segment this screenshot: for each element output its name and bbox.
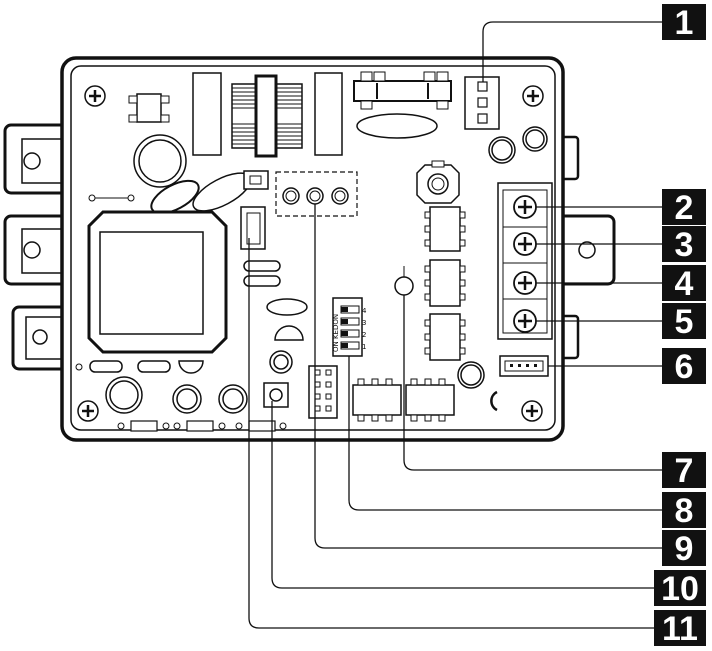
dip-switch-label: ON KEDON xyxy=(332,314,340,352)
callout-8: 8 xyxy=(662,492,706,530)
inductor-coil xyxy=(231,74,303,158)
capacitor-bottom-mid-1 xyxy=(172,384,202,414)
leader-line-9 xyxy=(314,204,662,549)
capacitor-top-right xyxy=(488,126,548,164)
bottom-edge-resistors xyxy=(117,420,287,432)
small-resistor xyxy=(88,194,135,202)
ic-1 xyxy=(424,206,466,252)
terminal-screw-2 xyxy=(513,195,537,219)
callout-4: 4 xyxy=(662,265,706,303)
callout-label-8: 8 xyxy=(675,492,694,530)
screw-top-left xyxy=(84,85,106,107)
leader-line-11 xyxy=(248,238,662,629)
heatsink-right xyxy=(314,72,343,156)
callout-5: 5 xyxy=(662,303,706,341)
dip-switch: ON KEDON 4 3 2 1 xyxy=(332,297,367,357)
callout-9: 9 xyxy=(662,530,706,568)
leader-line-7 xyxy=(403,295,662,471)
terminal-screw-5 xyxy=(513,309,537,333)
ic-bottom-right xyxy=(405,378,455,422)
connector-6 xyxy=(499,355,549,377)
leader-lines xyxy=(248,21,662,629)
leader-line-8 xyxy=(348,356,662,511)
callout-label-7: 7 xyxy=(675,452,694,490)
capacitor-small-center xyxy=(269,350,293,374)
dip-position-2: 2 xyxy=(362,331,366,339)
callout-label-6: 6 xyxy=(675,348,694,386)
callout-6: 6 xyxy=(662,348,706,386)
terminal-screw-3 xyxy=(513,232,537,256)
callout-10: 10 xyxy=(654,570,706,608)
callout-7: 7 xyxy=(662,452,706,490)
reset-button xyxy=(263,382,289,408)
capacitor-bottom-mid-2 xyxy=(218,384,248,414)
connector-small-2pin xyxy=(243,170,269,190)
ic-bottom-left xyxy=(352,378,402,422)
callout-3: 3 xyxy=(662,226,706,264)
dip-position-4: 4 xyxy=(362,307,367,315)
mounting-tab-middle xyxy=(3,214,69,286)
callout-label-9: 9 xyxy=(675,530,694,568)
transistor-half-round xyxy=(274,325,304,341)
dip-position-1: 1 xyxy=(362,343,366,351)
capacitor-bottom-right xyxy=(457,361,498,412)
terminal-screw-4 xyxy=(513,271,537,295)
connector-1 xyxy=(464,76,500,130)
oval-component xyxy=(266,298,308,316)
callout-label-3: 3 xyxy=(675,226,694,264)
callout-label-11: 11 xyxy=(662,610,698,648)
callout-1: 1 xyxy=(662,4,706,42)
ic-2 xyxy=(424,259,466,307)
leader-line-1 xyxy=(482,21,662,82)
transformer xyxy=(87,210,228,354)
electrolytic-capacitor-large xyxy=(133,134,187,188)
dip-position-3: 3 xyxy=(362,319,366,327)
callout-label-2: 2 xyxy=(675,189,694,227)
varistor xyxy=(356,113,438,139)
pin-header xyxy=(308,365,338,419)
led-group xyxy=(275,171,358,217)
callout-label-5: 5 xyxy=(675,303,694,341)
mounting-tab-top xyxy=(3,123,69,195)
fuse-holder xyxy=(353,71,452,110)
jumpers xyxy=(243,260,281,287)
callout-label-4: 4 xyxy=(675,265,694,303)
mounting-tab-bottom xyxy=(11,305,69,371)
screw-bottom-left xyxy=(77,400,99,422)
bottom-resistors xyxy=(75,360,204,374)
heatsink-left xyxy=(192,72,222,156)
callout-11: 11 xyxy=(654,610,706,648)
bridge-rectifier xyxy=(128,93,170,123)
callout-2: 2 xyxy=(662,189,706,227)
capacitor-bottom-left xyxy=(105,376,143,414)
leader-line-10 xyxy=(271,401,662,589)
ic-3 xyxy=(424,313,466,361)
potentiometer xyxy=(416,160,460,204)
callout-label-10: 10 xyxy=(661,570,699,608)
connector-small-3pin xyxy=(240,206,266,250)
callout-label-1: 1 xyxy=(675,4,694,42)
screw-top-right xyxy=(522,85,544,107)
screw-bottom-right xyxy=(521,400,543,422)
